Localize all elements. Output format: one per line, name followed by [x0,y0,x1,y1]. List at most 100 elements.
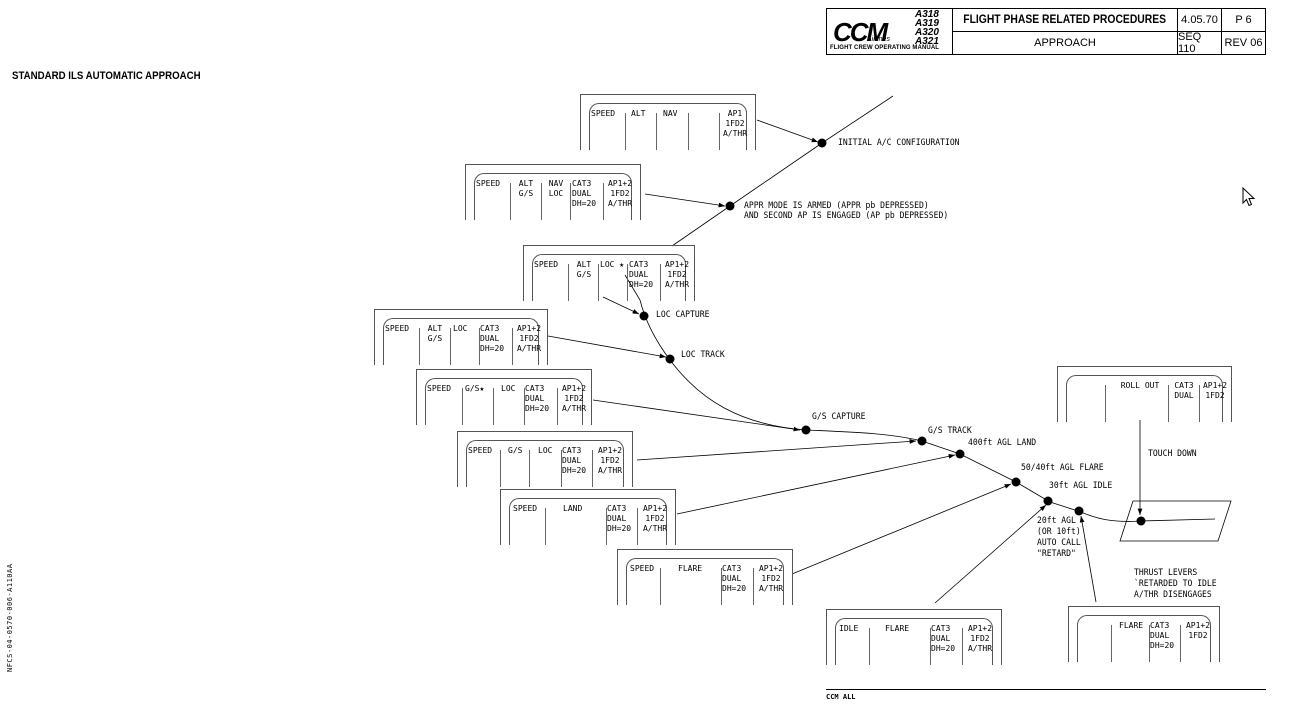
fma-col: LOC [453,324,468,333]
logo-airlines: Airlines [867,36,890,43]
fma-col: SPEED [534,260,559,269]
label-appr-armed-2: AND SECOND AP IS ENGAGED (AP pb DEPRESSE… [744,211,949,221]
arrow-land [676,453,956,515]
fma-col: SPEED [385,324,410,333]
arrow-gs-track [636,439,917,461]
header-rev: REV 06 [1224,37,1263,49]
fma-col: CAT3 DUAL [1174,381,1194,400]
dot-appr-armed [725,201,735,211]
fma-col: ALT G/S [518,179,534,198]
fma-col: ALT G/S [576,260,592,279]
label-thrust-1: THRUST LEVERS [1134,568,1198,578]
fma-col: AP1 1FD2 A/THR [722,109,748,138]
fma-col: SPEED [591,109,616,118]
fma-col: NAV LOC [548,179,564,198]
side-reference-code: NFCS-04-0570-006-A110AA [6,563,14,672]
dot-touchdown [1136,516,1146,526]
fma-col: AP1+2 1FD2 A/THR [597,446,623,475]
fma-col: CAT3 DUAL DH=20 [480,324,505,353]
fma-panel-initial: SPEED ALT NAV AP1 1FD2 A/THR [580,94,756,150]
label-loc-capture: LOC CAPTURE [656,310,710,320]
fma-panel-gs-capture: SPEED G/S★ LOC CAT3 DUAL DH=20 AP1+2 1FD… [416,369,592,425]
fma-col: AP1+2 1FD2 A/THR [607,179,633,208]
fma-col: SPEED [630,564,655,573]
fma-col: AP1+2 1FD2 [1202,381,1228,400]
dot-loc-capture [639,311,649,321]
fma-col: NAV [663,109,678,118]
fma-col: CAT3 DUAL DH=20 [629,260,654,289]
fma-col: SPEED [468,446,493,455]
fma-col: CAT3 DUAL DH=20 [572,179,597,208]
header-seq: SEQ 110 [1178,31,1222,55]
fma-col: CAT3 DUAL DH=20 [1150,621,1175,650]
fma-col: AP1+2 1FD2 A/THR [758,564,784,593]
fma-col: CAT3 DUAL DH=20 [722,564,747,593]
dot-idle [1043,496,1053,506]
runway [1119,500,1232,542]
label-retard-4: "RETARD" [1037,549,1076,559]
label-appr-armed-1: APPR MODE IS ARMED (APPR pb DEPRESSED) [744,201,929,211]
arrow-loc-track [547,335,667,359]
fma-col: LOC [538,446,553,455]
label-retard-3: AUTO CALL [1037,538,1081,548]
approach-trajectory [639,95,1216,522]
fma-col: G/S [508,446,523,455]
arrow-gs-capture [592,399,801,432]
label-thrust-2: `RETARDED TO IDLE [1134,579,1217,589]
fma-col: SPEED [427,384,452,393]
label-idle: 30ft AGL IDLE [1049,481,1113,491]
arrow-loc-capture [602,296,640,315]
header-ref: 4.05.70 [1178,9,1222,32]
dot-retard [1074,506,1084,516]
fma-col: CAT3 DUAL DH=20 [607,504,632,533]
dot-land [955,449,965,459]
label-loc-track: LOC TRACK [681,350,725,360]
label-retard-1: 20ft AGL [1037,516,1076,526]
logo-text: CCM [833,17,888,47]
fma-col: FLARE [678,564,703,573]
fma-panel-idle-flare: IDLE FLARE CAT3 DUAL DH=20 AP1+2 1FD2 A/… [826,609,1002,665]
fma-panel-loc-track: SPEED ALT G/S LOC CAT3 DUAL DH=20 AP1+2 … [374,309,548,365]
logo-models: A318 A319 A320 A321 [915,9,939,47]
fma-col: AP1+2 1FD2 A/THR [516,324,542,353]
arrow-initial [756,119,819,143]
label-touch-down: TOUCH DOWN [1148,449,1197,459]
arrow-flare [791,483,1012,575]
label-thrust-3: A/THR DISENGAGES [1134,590,1212,600]
fma-col: AP1+2 1FD2 [1185,621,1211,640]
label-gs-track: G/S TRACK [928,426,972,436]
fma-col: SPEED [476,179,501,188]
dot-loc-track [665,354,675,364]
footer-divider [826,689,1266,690]
header-title: FLIGHT PHASE RELATED PROCEDURES [953,9,1178,32]
fma-col: SPEED [513,504,538,513]
arrow-appr-armed [644,193,726,208]
fma-col: IDLE [839,624,859,633]
label-gs-capture: G/S CAPTURE [812,412,866,422]
fma-col: AP1+2 1FD2 A/THR [967,624,993,653]
fma-col: LOC ★ [600,260,625,269]
fma-panel-loc-capture: SPEED ALT G/S LOC ★ CAT3 DUAL DH=20 AP1+… [523,245,695,301]
header-subtitle: APPROACH [953,32,1178,54]
label-initial: INITIAL A/C CONFIGURATION [838,138,960,148]
fma-col: G/S★ [465,384,485,393]
fma-panel-roll-out: ROLL OUT CAT3 DUAL AP1+2 1FD2 [1057,366,1232,422]
arrow-retard [1079,515,1097,603]
fma-col: LAND [563,504,583,513]
header-page: P 6 [1222,9,1265,32]
dot-flare [1011,477,1021,487]
fma-col: FLARE [1119,621,1144,630]
fma-col: ROLL OUT [1120,381,1160,390]
mouse-cursor-icon [1242,186,1256,212]
label-land: 400ft AGL LAND [968,438,1037,448]
fma-panel-gs-track: SPEED G/S LOC CAT3 DUAL DH=20 AP1+2 1FD2… [457,431,633,487]
fma-panel-retard-flare: FLARE CAT3 DUAL DH=20 AP1+2 1FD2 [1068,606,1220,662]
label-flare: 50/40ft AGL FLARE [1021,463,1104,473]
logo-manual: FLIGHT CREW OPERATING MANUAL [830,45,940,51]
arrow-idle [934,504,1047,604]
fma-panel-land: SPEED LAND CAT3 DUAL DH=20 AP1+2 1FD2 A/… [500,489,676,545]
document-header: CCM A318 A319 A320 A321 Airlines FLIGHT … [826,8,1266,55]
ccm-logo: CCM A318 A319 A320 A321 Airlines FLIGHT … [827,9,953,54]
dot-gs-track [917,436,927,446]
label-retard-2: (OR 10ft) [1037,527,1081,537]
